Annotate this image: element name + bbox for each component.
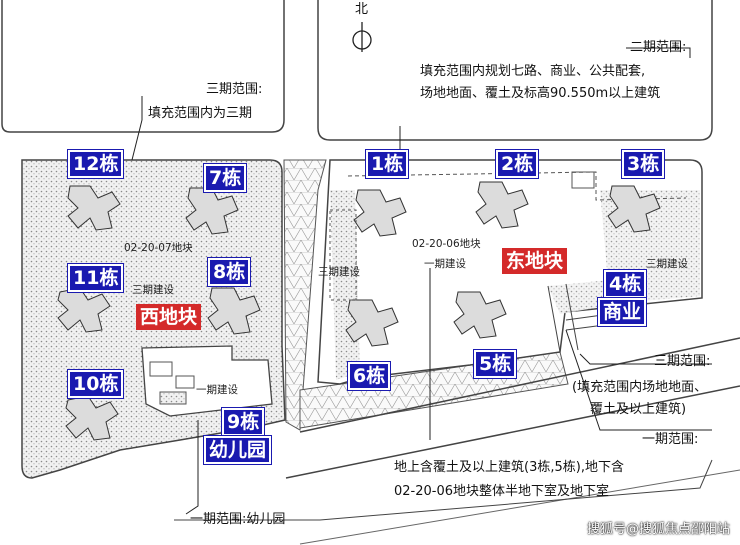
kindergarten-tag: 幼儿园 xyxy=(204,436,272,464)
building-6-tag: 6栋 xyxy=(348,362,391,390)
commerce-tag: 商业 xyxy=(598,298,647,326)
building-footprints xyxy=(57,185,261,441)
watermark: 搜狐号@搜狐焦点邵阳站 xyxy=(586,522,730,537)
kindergarten-phase: 一期建设 xyxy=(196,384,238,396)
kindergarten-scope-label: 一期范围:幼儿园 xyxy=(190,512,286,527)
west-plot-phase: 三期建设 xyxy=(132,284,174,296)
phase3-scope-title: 三期范围: xyxy=(206,82,263,97)
phase2-scope-title: 二期范围: xyxy=(630,40,687,55)
building-11-tag: 11栋 xyxy=(68,264,124,292)
phase2-scope-line1: 填充范围内规划七路、商业、公共配套, xyxy=(420,64,646,79)
phase1-scope-line1: 地上含覆土及以上建筑(3栋,5栋),地下含 xyxy=(394,460,624,475)
building-4-tag: 4栋 xyxy=(604,270,647,298)
east-plot-tag: 东地块 xyxy=(502,248,568,274)
phase2-scope-line2: 场地地面、覆土及标高90.550m以上建筑 xyxy=(420,86,661,101)
phase3-build-right: 三期建设 xyxy=(646,258,688,270)
east-plot-code: 02-20-06地块 xyxy=(412,238,481,250)
building-7-tag: 7栋 xyxy=(204,164,247,192)
phase3-right-title: 三期范围: xyxy=(654,354,711,369)
phase3-right-line2: 覆土及以上建筑) xyxy=(590,402,687,417)
west-plot-code: 02-20-07地块 xyxy=(124,242,193,254)
building-3-tag: 3栋 xyxy=(622,150,665,178)
building-12-tag: 12栋 xyxy=(68,150,124,178)
north-label: 北 xyxy=(355,2,369,17)
west-plot-tag: 西地块 xyxy=(136,304,202,330)
phase1-scope-line2: 02-20-06地块整体半地下室及地下室 xyxy=(394,484,610,499)
building-9-tag: 9栋 xyxy=(222,408,265,436)
building-8-tag: 8栋 xyxy=(208,258,251,286)
phase1-scope-title: 一期范围: xyxy=(642,432,699,447)
phase3-right-line1: (填充范围内场地地面、 xyxy=(572,380,708,395)
building-5-tag: 5栋 xyxy=(474,350,517,378)
building-2-tag: 2栋 xyxy=(496,150,539,178)
building-10-tag: 10栋 xyxy=(68,370,124,398)
building-1-tag: 1栋 xyxy=(366,150,409,178)
east-plot-phase: 一期建设 xyxy=(424,258,466,270)
road-corridor-pattern xyxy=(283,159,327,431)
phase3-build-mid: 三期建设 xyxy=(318,266,360,278)
phase3-scope-line1: 填充范围内为三期 xyxy=(148,106,253,121)
